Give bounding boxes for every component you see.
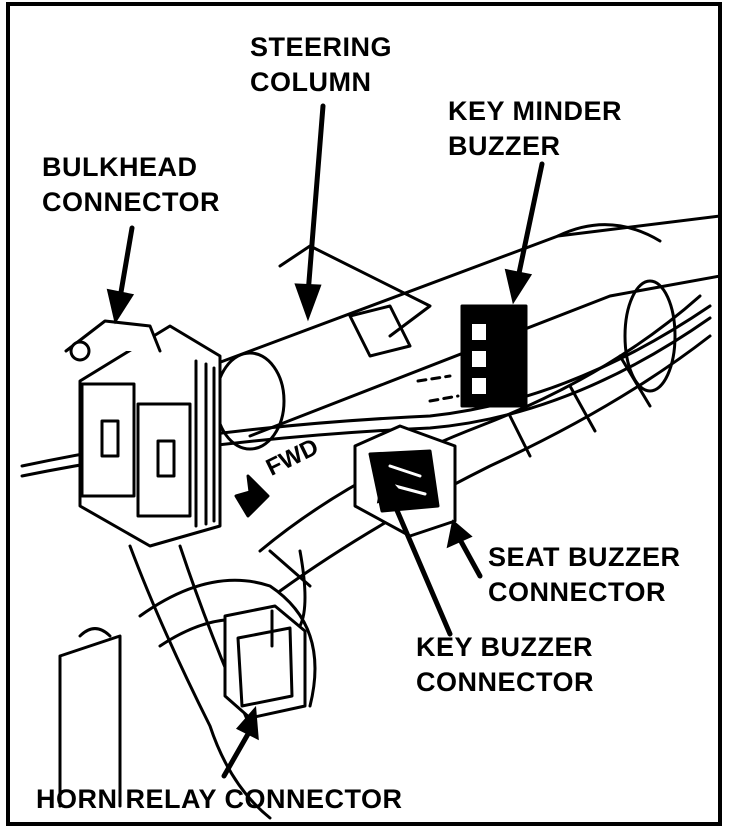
fwd-arrow-shape (234, 474, 270, 518)
seat-buzzer-connector-label: SEAT BUZZER CONNECTOR (488, 542, 681, 607)
bulkhead-connector-leader (106, 225, 135, 325)
seat-buzzer-connector-shape (353, 424, 457, 538)
bulkhead-connector-label: BULKHEAD CONNECTOR (42, 152, 221, 217)
steering-column-leader (294, 103, 326, 322)
key-minder-buzzer-leader (504, 161, 545, 305)
key-buzzer-connector-label: KEY BUZZER CONNECTOR (416, 632, 595, 697)
wiring-illustration (20, 103, 718, 820)
lower-bracket-shape (58, 627, 122, 808)
steering-column-label: STEERING COLUMN (250, 32, 393, 97)
key-buzzer-connector-leader (376, 470, 453, 637)
diagram-frame: STEERING COLUMN KEY MINDER BUZZER BULKHE… (6, 2, 722, 826)
horn-relay-connector-shape (223, 604, 307, 720)
key-minder-buzzer-shape (416, 304, 528, 408)
seat-buzzer-connector-leader (446, 519, 483, 579)
horn-relay-connector-label: HORN RELAY CONNECTOR (36, 784, 403, 814)
key-minder-buzzer-label: KEY MINDER BUZZER (448, 96, 623, 161)
horn-relay-connector-leader (221, 705, 259, 779)
bulkhead-connector-shape (64, 319, 222, 548)
